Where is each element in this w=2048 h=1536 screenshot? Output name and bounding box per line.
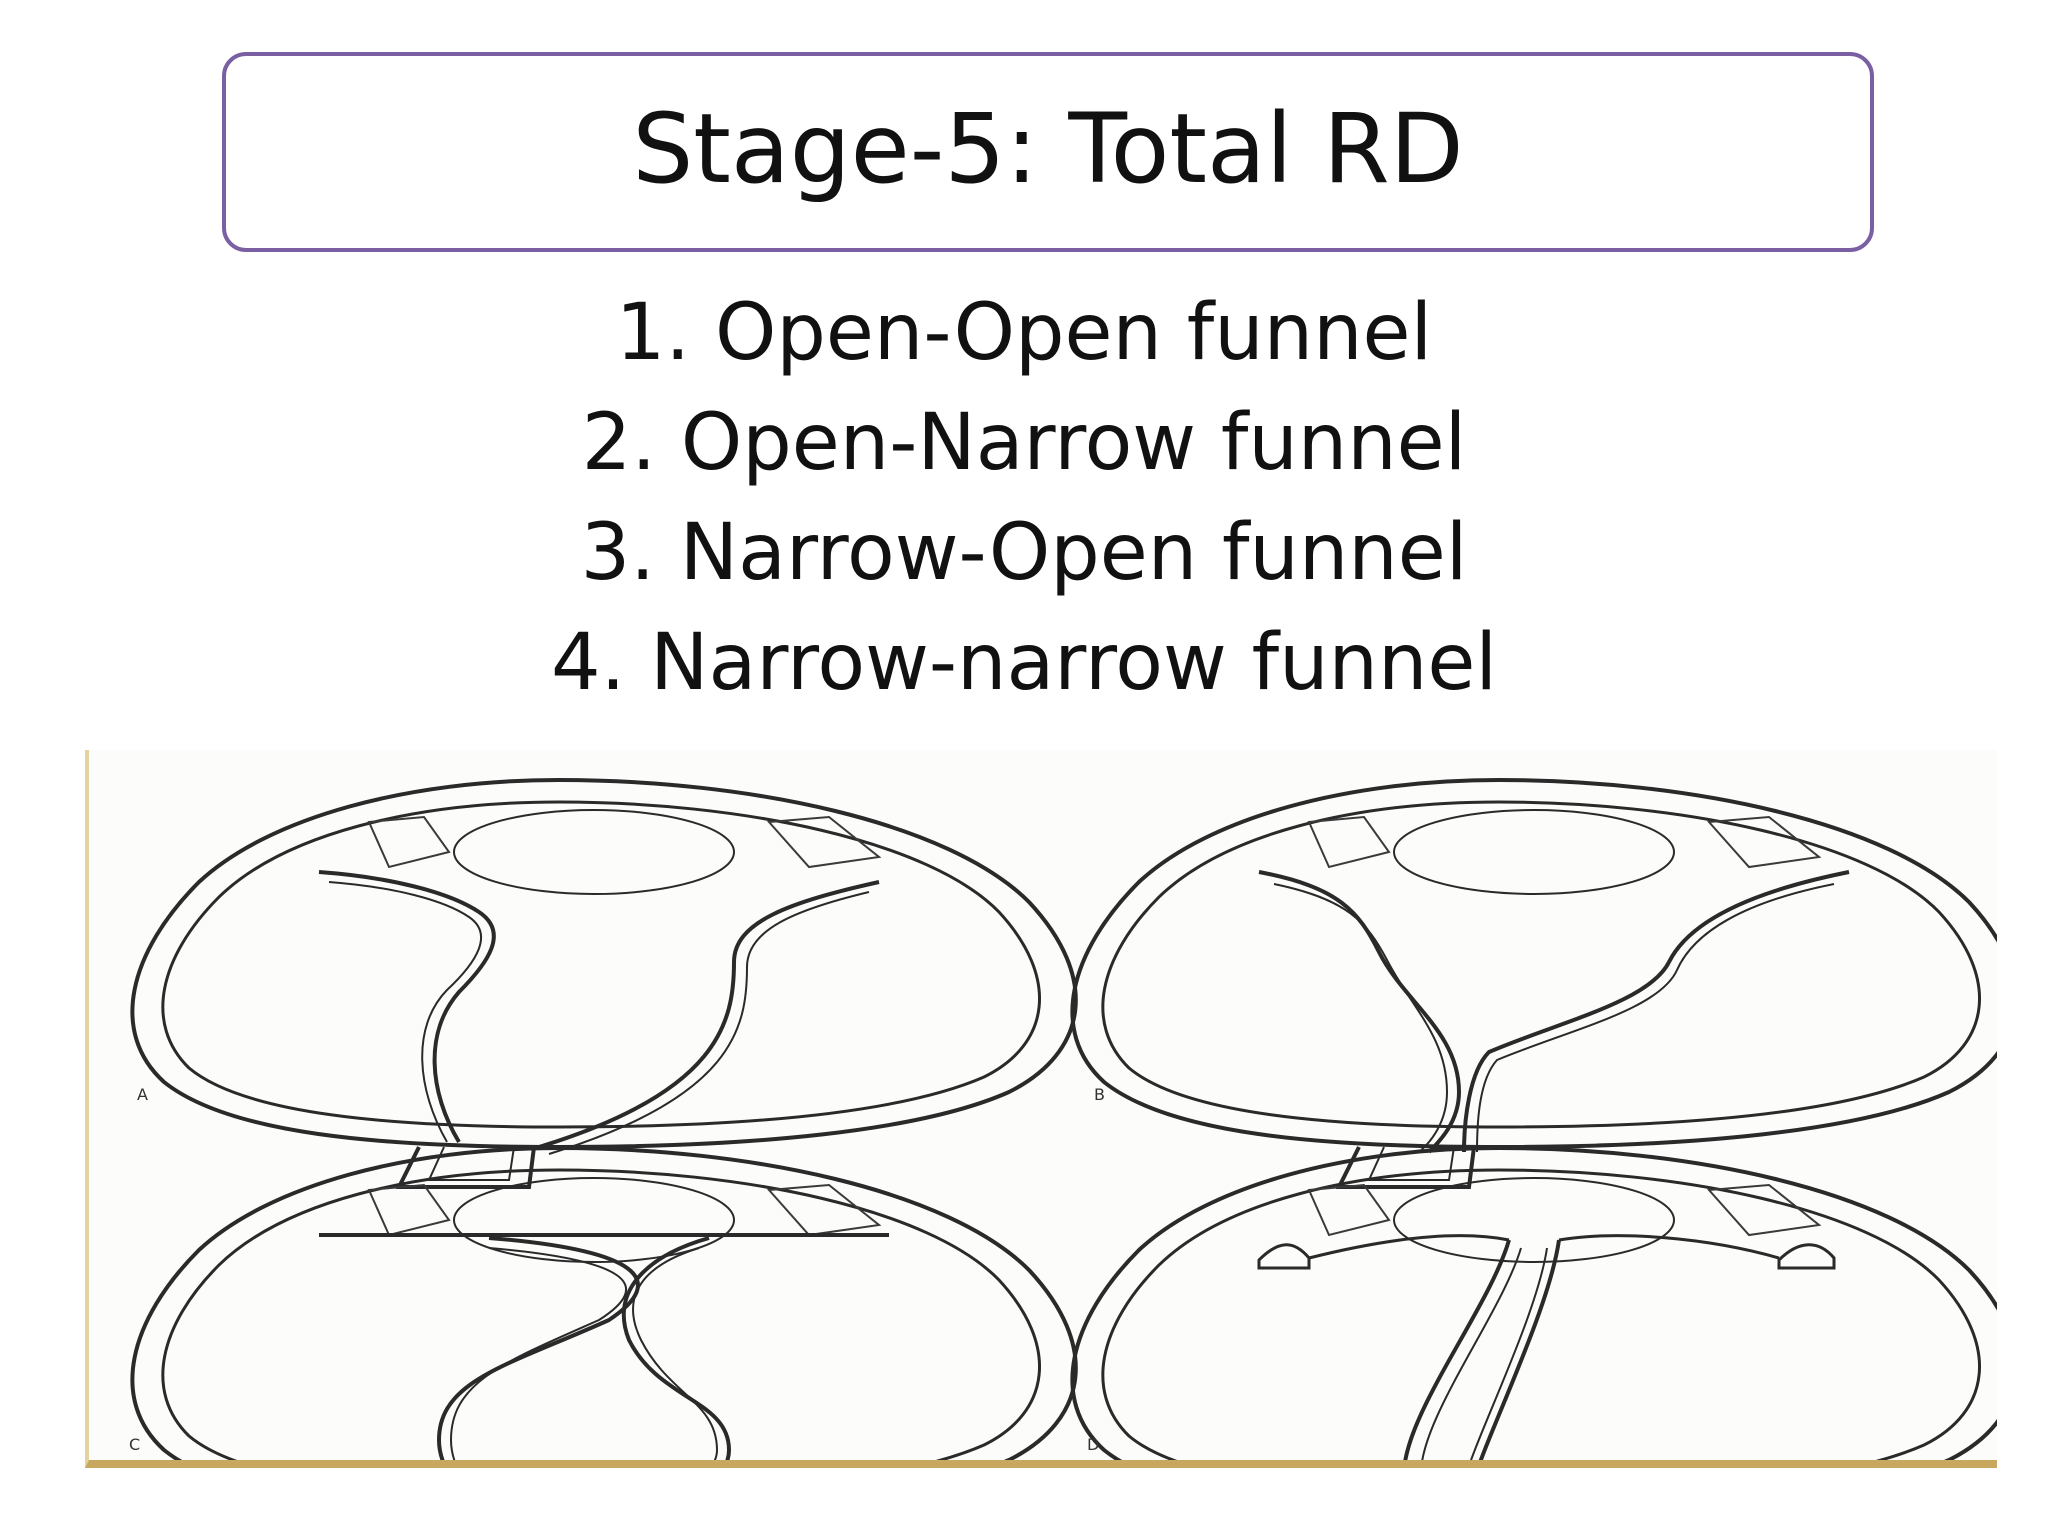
- panel-label-b: B: [1094, 1085, 1105, 1104]
- eye-diagram-b: [1070, 778, 1997, 1189]
- eye-diagrams-svg: [130, 778, 1997, 1460]
- list-item: 3. Narrow-Open funnel: [580, 508, 1468, 598]
- eye-diagram-a: [130, 778, 1078, 1189]
- panel-label-d: D: [1087, 1435, 1100, 1454]
- list-item: 1. Open-Open funnel: [615, 288, 1433, 378]
- funnel-type-list: 1. Open-Open funnel 2. Open-Narrow funne…: [0, 278, 2048, 718]
- eye-diagram-c: [130, 1146, 1078, 1460]
- panel-label-a: A: [137, 1085, 148, 1104]
- eye-diagram-figure: A B C D: [85, 750, 1997, 1468]
- list-item: 2. Open-Narrow funnel: [581, 398, 1467, 488]
- panel-label-c: C: [129, 1435, 141, 1454]
- eye-diagram-d: [1070, 1146, 1997, 1460]
- slide-title: Stage-5: Total RD: [632, 93, 1464, 205]
- list-item: 4. Narrow-narrow funnel: [550, 618, 1498, 708]
- title-box: Stage-5: Total RD: [222, 52, 1874, 252]
